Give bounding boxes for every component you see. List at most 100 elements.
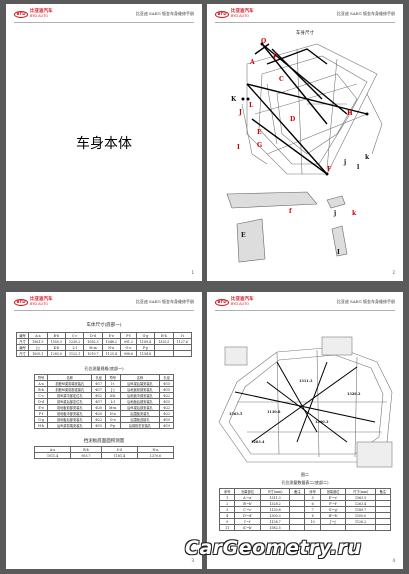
page-number: 1: [191, 270, 194, 275]
point-label-h: F: [327, 166, 332, 173]
table-cell: [374, 524, 392, 531]
logo-cn-text: 比亚迪汽车: [30, 9, 53, 14]
byd-logo-icon: BYD: [215, 10, 229, 18]
table-cell: 1154.8: [135, 350, 156, 357]
point-label-t: E: [241, 232, 246, 239]
table-cell: P-p: [105, 422, 121, 429]
doc-title: 比亚迪 SAEG 钣金车身维修手册: [135, 299, 194, 304]
dim-label-4: 1563.5: [229, 412, 243, 416]
table-cell: 1582.5: [259, 524, 291, 531]
doc-title: 比亚迪 SAEG 钣金车身维修手册: [135, 11, 194, 16]
logo-cn-text: 比亚迪汽车: [231, 9, 254, 14]
point-label-m: G: [257, 142, 263, 149]
logo-en-text: BYD AUTO: [30, 302, 49, 306]
page-number: 3: [191, 558, 194, 563]
inset-details: [224, 336, 393, 468]
point-label-l: P: [273, 54, 278, 61]
table3-title: 挡泥板底面面积测量: [83, 439, 125, 444]
table-cell: 1122.1: [64, 350, 85, 357]
table-cell: 1283.0: [46, 350, 66, 357]
table-cell: 后保险杠安装孔: [119, 422, 161, 429]
point-label-k: H: [347, 110, 353, 117]
side-frame-diagram: [218, 336, 393, 468]
point-label-g: I: [237, 144, 240, 151]
figure-caption: 图二: [301, 472, 309, 477]
table-cell: 1370.6: [136, 452, 175, 459]
table-header-row: 序号测量部位尺寸(mm)备注序号测量部位尺寸(mm)备注: [218, 488, 392, 495]
logo-en-text: BYD AUTO: [30, 14, 49, 18]
table-cell: 955.7: [70, 452, 102, 459]
underbody-lineart: [241, 43, 383, 175]
point-label-j: D: [290, 116, 296, 123]
dim-label-1: 1311.3: [299, 379, 313, 383]
table-cell: 后纵梁前端安装孔: [47, 422, 93, 429]
point-label-u: I: [337, 249, 340, 256]
table-cell: Φ15: [91, 422, 106, 429]
table2-title: 孔位测量规格(底部一): [84, 366, 124, 371]
table-title: 孔位测量数据表二(底部二): [281, 480, 329, 485]
section-title: 车身尺寸: [296, 31, 314, 36]
table-cell: 1005.1: [28, 350, 48, 357]
point-label-e: L: [249, 102, 254, 109]
point-label-f: E: [257, 129, 262, 136]
table-cell: [289, 524, 306, 531]
point-label-r: j: [334, 210, 337, 217]
point-label-q: f: [289, 208, 292, 215]
part-illustrations: [226, 191, 348, 263]
logo-en-text: BYD AUTO: [231, 302, 250, 306]
point-label-a: O: [261, 38, 267, 45]
measurement-points: [241, 42, 369, 176]
dim-label-2: 1328.2: [347, 392, 361, 396]
table-cell: Φ19: [159, 422, 174, 429]
logo-cn-text: 比亚迪汽车: [30, 297, 53, 302]
point-label-n: k: [365, 154, 370, 161]
table-cell: 998.6: [120, 350, 137, 357]
dim-label-5: 1300.3: [315, 420, 329, 424]
point-label-o: j: [344, 159, 347, 166]
page-number: 2: [392, 270, 395, 275]
watermark-text: CarGeometry.ru: [185, 537, 362, 559]
table-cell: 尺寸: [15, 350, 30, 357]
doc-title: 比亚迪 SAEG 钣金车身维修手册: [336, 11, 395, 16]
dim-label-3: 1130.8: [267, 410, 281, 414]
byd-logo-icon: BYD: [14, 298, 28, 306]
body-frame-diagram: [226, 42, 383, 263]
page-number: 4: [392, 558, 395, 563]
table-cell: 11: [218, 524, 236, 531]
table-cell: 1011.4: [33, 452, 72, 459]
table-cell: [304, 524, 321, 531]
logo-en-text: BYD AUTO: [231, 14, 250, 18]
point-label-d: J: [239, 109, 242, 116]
table-cell: [345, 524, 376, 531]
table-cell: [319, 524, 347, 531]
point-label-c: K: [231, 96, 237, 103]
table-cell: K'~k': [234, 524, 261, 531]
measurement-lines: [246, 43, 368, 175]
point-label-s: k: [352, 210, 357, 217]
